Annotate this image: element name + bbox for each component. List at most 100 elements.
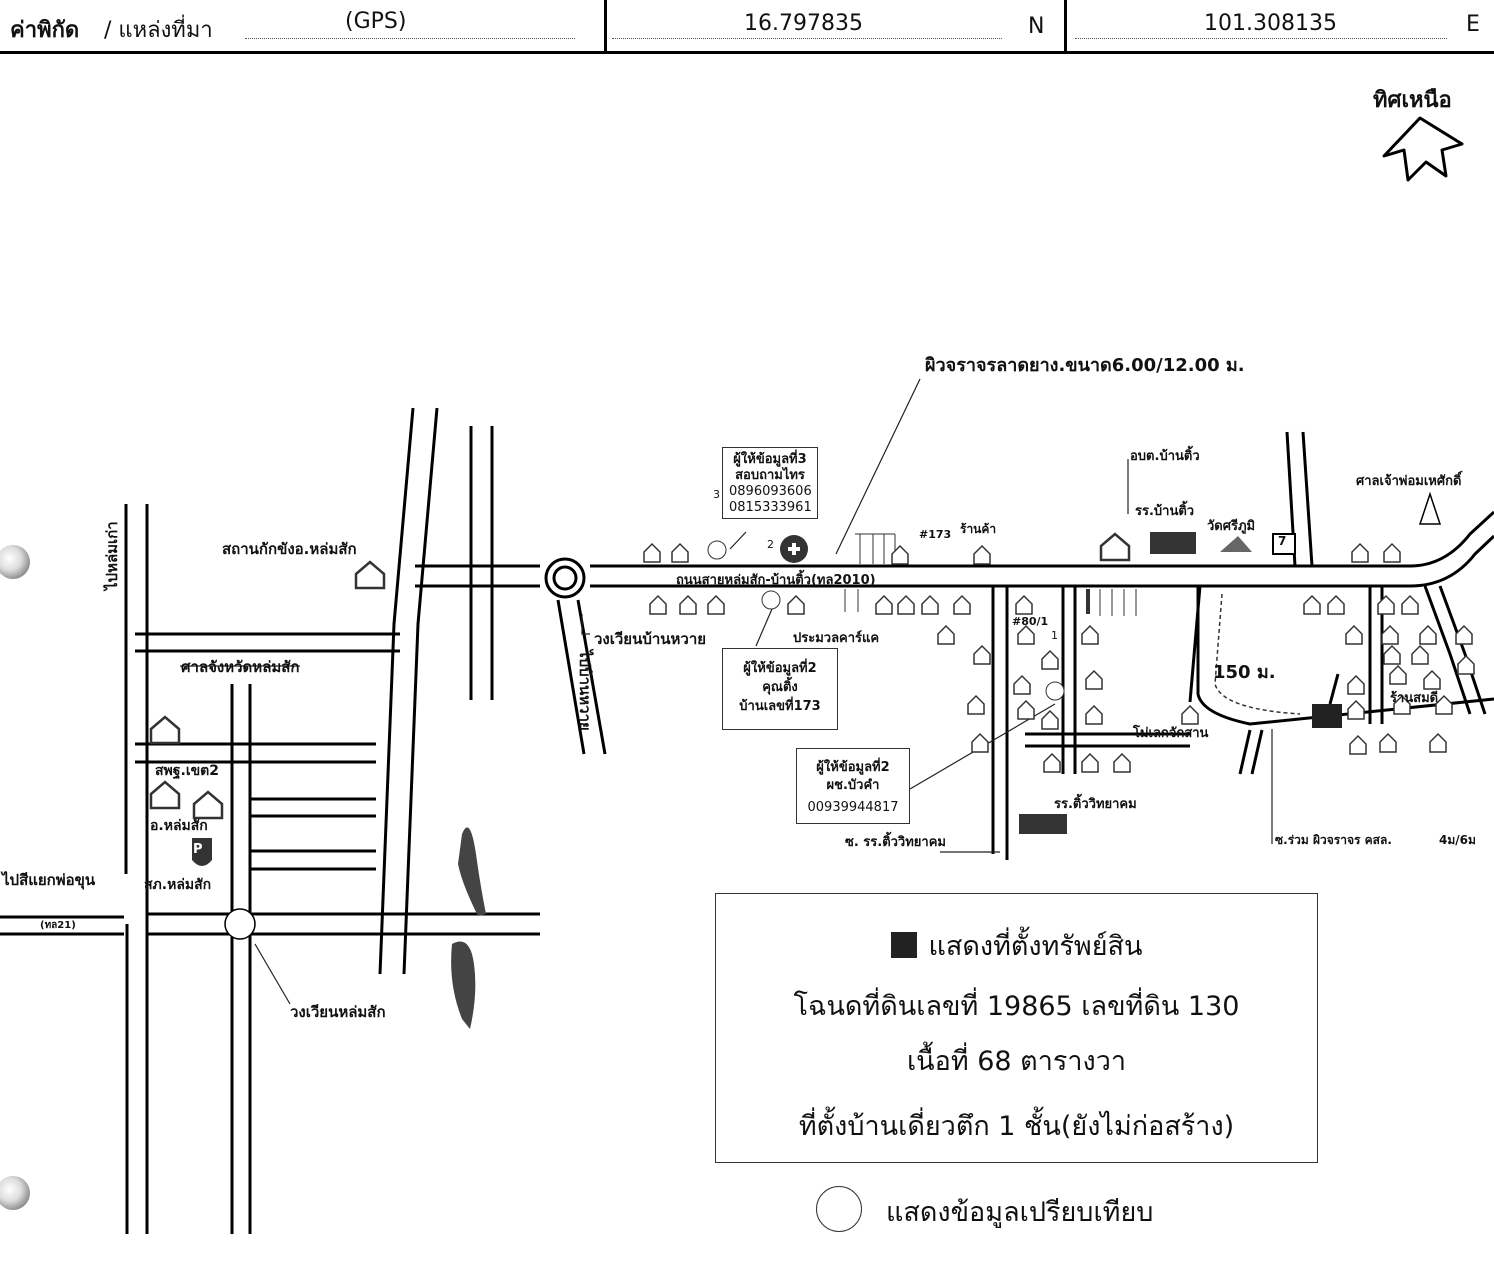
informant2-marker: 2 [767, 538, 774, 551]
property-legend: แสดงที่ตั้งทรัพย์สิน โฉนดที่ดินเลขที่ 19… [715, 893, 1318, 1163]
school-bantiu-label: รร.บ้านติ้ว [1135, 504, 1195, 519]
coordinate-header: ค่าพิกัด / แหล่งที่มา (GPS) 16.797835 N … [0, 0, 1494, 54]
compare-legend-label: แสดงข้อมูลเปรียบเทียบ [886, 1197, 1154, 1228]
house-icon [953, 594, 971, 615]
longitude-direction: E [1466, 12, 1480, 37]
house-icon [1041, 709, 1059, 730]
source-value: (GPS) [345, 9, 407, 34]
coord-label: ค่าพิกัด [10, 18, 80, 43]
punch-hole [0, 1176, 30, 1210]
house-icon [1389, 664, 1407, 685]
house-icon [1351, 542, 1369, 563]
building-icon [149, 715, 181, 745]
latitude-value: 16.797835 [744, 11, 863, 36]
north-label: ทิศเหนือ [1373, 88, 1452, 113]
house-icon [1085, 669, 1103, 690]
sao-bantiu-label: อบต.บ้านติ้ว [1130, 449, 1200, 464]
building-icon [149, 780, 181, 810]
house-icon [1081, 624, 1099, 645]
soi-join-label: ซ.ร่วม ผิวจราจร คสล. [1275, 833, 1392, 847]
house-icon [1347, 674, 1365, 695]
highway21-label: (ทล21) [40, 920, 76, 931]
longitude-value: 101.308135 [1204, 11, 1337, 36]
informant3-phone1: 0896093606 [729, 484, 812, 499]
sawmill-label: โม่เลกจักสาน [1133, 726, 1209, 741]
house-icon [1379, 732, 1397, 753]
shrine-label: ศาลเจ้าพ่อมเหศักดิ์ [1356, 474, 1462, 489]
informant1-title: ผู้ให้ข้อมูลที่2 [816, 760, 890, 775]
house-icon [1015, 594, 1033, 615]
house-icon [679, 594, 697, 615]
soi-school-label: ซ. รร.ติ้ววิทยาคม [845, 835, 946, 850]
house-icon [1435, 694, 1453, 715]
parking-icon: P [193, 842, 203, 857]
legend-line4: ที่ตั้งบ้านเดี่ยวตึก 1 ชั้น(ยังไม่ก่อสร้… [798, 1111, 1235, 1142]
to-old-lomsak-label: ไปหล่มเก่า [103, 521, 121, 590]
compare-circle-icon [816, 1186, 862, 1232]
distance-label: 150 ม. [1213, 662, 1276, 683]
house-icon [1411, 644, 1429, 665]
informant2-house: บ้านเลขที่173 [739, 699, 821, 714]
banwai-roundabout-label: วงเวียนบ้านหวาย [594, 630, 707, 648]
informant1-phone: 00939944817 [807, 800, 899, 815]
house-icon [649, 594, 667, 615]
house-icon [1303, 594, 1321, 615]
informant2-name: คุณติ้ง [762, 680, 798, 695]
house-icon [1345, 624, 1363, 645]
jail-label: สถานกักขังอ.หล่มสัก [222, 540, 357, 558]
house-icon [1113, 752, 1131, 773]
shop2-label: ร้านสมดี [1390, 691, 1439, 706]
house-icon [1043, 752, 1061, 773]
house-icon [1181, 704, 1199, 725]
informant3-callout: ผู้ให้ข้อมูลที่3 สอบถามไทร 0896093606 08… [722, 447, 818, 519]
informant3-title: ผู้ให้ข้อมูลที่3 [733, 452, 807, 467]
house-icon [1017, 624, 1035, 645]
house-icon [707, 594, 725, 615]
house-icon [787, 594, 805, 615]
house-icon [1017, 699, 1035, 720]
soi-join-size-label: 4ม/6ม [1439, 833, 1476, 847]
informant1-callout: ผู้ให้ข้อมูลที่2 ผช.บัวคำ 00939944817 [796, 748, 910, 824]
house-icon [1041, 649, 1059, 670]
house-icon [875, 594, 893, 615]
house80-label: #80/1 [1012, 615, 1049, 628]
road-surface-note: ผิวจราจรลาดยาง.ขนาด6.00/12.00 ม. [925, 355, 1245, 376]
to-banwai-label: ไปบ้านหวาย [576, 650, 594, 731]
police-label: สภ.หล่มสัก [144, 877, 212, 893]
house-icon [1455, 624, 1473, 645]
house-icon [671, 542, 689, 563]
property-square-icon [890, 932, 917, 958]
house-icon [1423, 669, 1441, 690]
legend-property-row: แสดงที่ตั้งทรัพย์สิน [716, 924, 1317, 967]
house-icon [1085, 704, 1103, 725]
informant1-marker: 1 [1051, 629, 1058, 642]
house-icon [1393, 694, 1411, 715]
house-icon [897, 594, 915, 615]
legend-line1: แสดงที่ตั้งทรัพย์สิน [928, 931, 1143, 962]
source-label: / แหล่งที่มา [104, 18, 213, 43]
informant3-phone2: 0815333961 [729, 500, 812, 515]
house-icon [1081, 752, 1099, 773]
house-icon [1429, 732, 1447, 753]
legend-line3: เนื้อที่ 68 ตารางวา [906, 1046, 1127, 1077]
house-icon [891, 544, 909, 565]
house-icon [937, 624, 955, 645]
house-icon [971, 732, 989, 753]
house-icon [1401, 594, 1419, 615]
house-icon [1013, 674, 1031, 695]
house-icon [1457, 654, 1475, 675]
lomsak-roundabout-label: วงเวียนหล่มสัก [290, 1003, 386, 1021]
house-icon [1377, 594, 1395, 615]
house-icon [973, 644, 991, 665]
main-road-label: ถนนสายหล่มสัก-บ้านติ้ว(ทล2010) [676, 573, 876, 588]
house-icon [1347, 699, 1365, 720]
punch-hole [0, 545, 30, 579]
carcare-label: ประมวลคาร์แค [793, 631, 880, 646]
school-tiu-label: รร.ติ้ววิทยาคม [1054, 797, 1137, 812]
house-icon [1381, 624, 1399, 645]
house-icon [1327, 594, 1345, 615]
building-icon [192, 790, 224, 820]
wat-label: วัดศรีภูมิ [1207, 519, 1256, 534]
house-icon [967, 694, 985, 715]
legend-line2: โฉนดที่ดินเลขที่ 19865 เลขที่ดิน 130 [793, 991, 1240, 1022]
